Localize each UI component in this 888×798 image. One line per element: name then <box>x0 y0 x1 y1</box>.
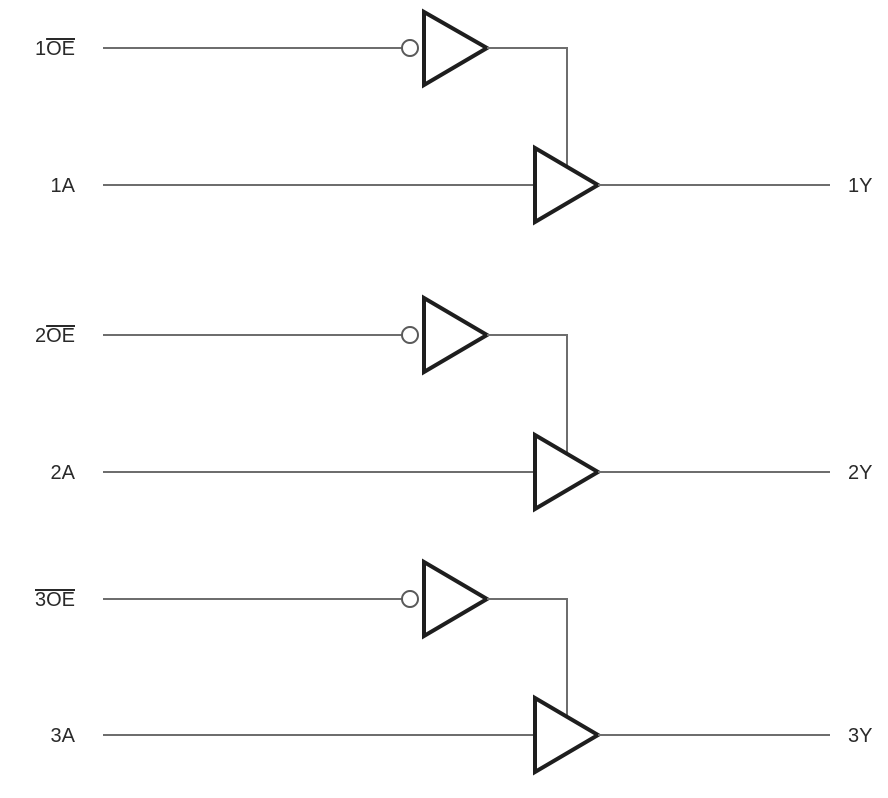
inversion-bubble <box>401 39 419 57</box>
channel-2: 2OE 2A 2Y <box>35 294 872 513</box>
enable-buffer <box>422 8 491 89</box>
enable-wire <box>487 334 568 455</box>
input-label: 2A <box>51 462 76 484</box>
oe-label-prefix: 3 <box>35 589 46 611</box>
oe-label: 3OE <box>35 589 75 611</box>
inversion-bubble <box>401 590 419 608</box>
enable-buffer <box>422 294 491 376</box>
output-label: 3Y <box>848 725 872 747</box>
oe-label-barred: OE <box>46 325 75 347</box>
oe-label-prefix: 2 <box>35 325 46 347</box>
enable-wire <box>487 598 568 718</box>
enable-buffer <box>422 558 491 640</box>
enable-wire <box>487 47 568 168</box>
oe-label-prefix: 1 <box>35 38 46 60</box>
oe-label-barred: OE <box>46 38 75 60</box>
oe-label-barred: OE <box>46 589 75 611</box>
oe-label: 2OE <box>35 325 75 347</box>
output-label: 2Y <box>848 462 872 484</box>
inversion-bubble <box>401 326 419 344</box>
tristate-buffer <box>533 431 602 513</box>
input-label: 3A <box>51 725 76 747</box>
tristate-buffer <box>533 694 602 776</box>
input-label: 1A <box>51 175 76 197</box>
channel-3: 3OE 3A 3Y <box>35 558 872 776</box>
channel-1: 1OE 1A 1Y <box>35 8 872 226</box>
tristate-buffer <box>533 144 602 226</box>
output-label: 1Y <box>848 175 872 197</box>
oe-label: 1OE <box>35 38 75 60</box>
